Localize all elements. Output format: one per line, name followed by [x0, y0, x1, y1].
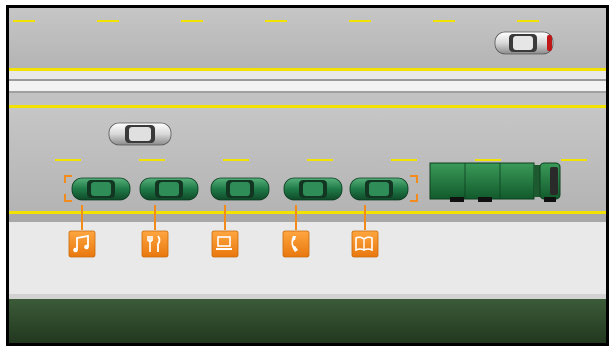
platoon-car-4	[284, 178, 342, 200]
green-truck	[430, 163, 560, 202]
phone-icon[interactable]	[283, 231, 309, 257]
median-barrier	[9, 71, 606, 79]
dining-icon[interactable]	[142, 231, 168, 257]
highway-scene	[6, 5, 609, 346]
platoon	[72, 178, 408, 200]
platoon-car-3	[211, 178, 269, 200]
laptop-icon[interactable]	[212, 231, 238, 257]
book-icon[interactable]	[352, 231, 378, 257]
platoon-car-5	[350, 178, 408, 200]
platoon-car-1	[72, 178, 130, 200]
music-icon[interactable]	[69, 231, 95, 257]
grass-strip	[9, 299, 606, 343]
highway-illustration	[9, 8, 606, 343]
silver-car-lower	[109, 123, 171, 145]
platoon-car-2	[140, 178, 198, 200]
silver-car-upper	[495, 32, 553, 54]
